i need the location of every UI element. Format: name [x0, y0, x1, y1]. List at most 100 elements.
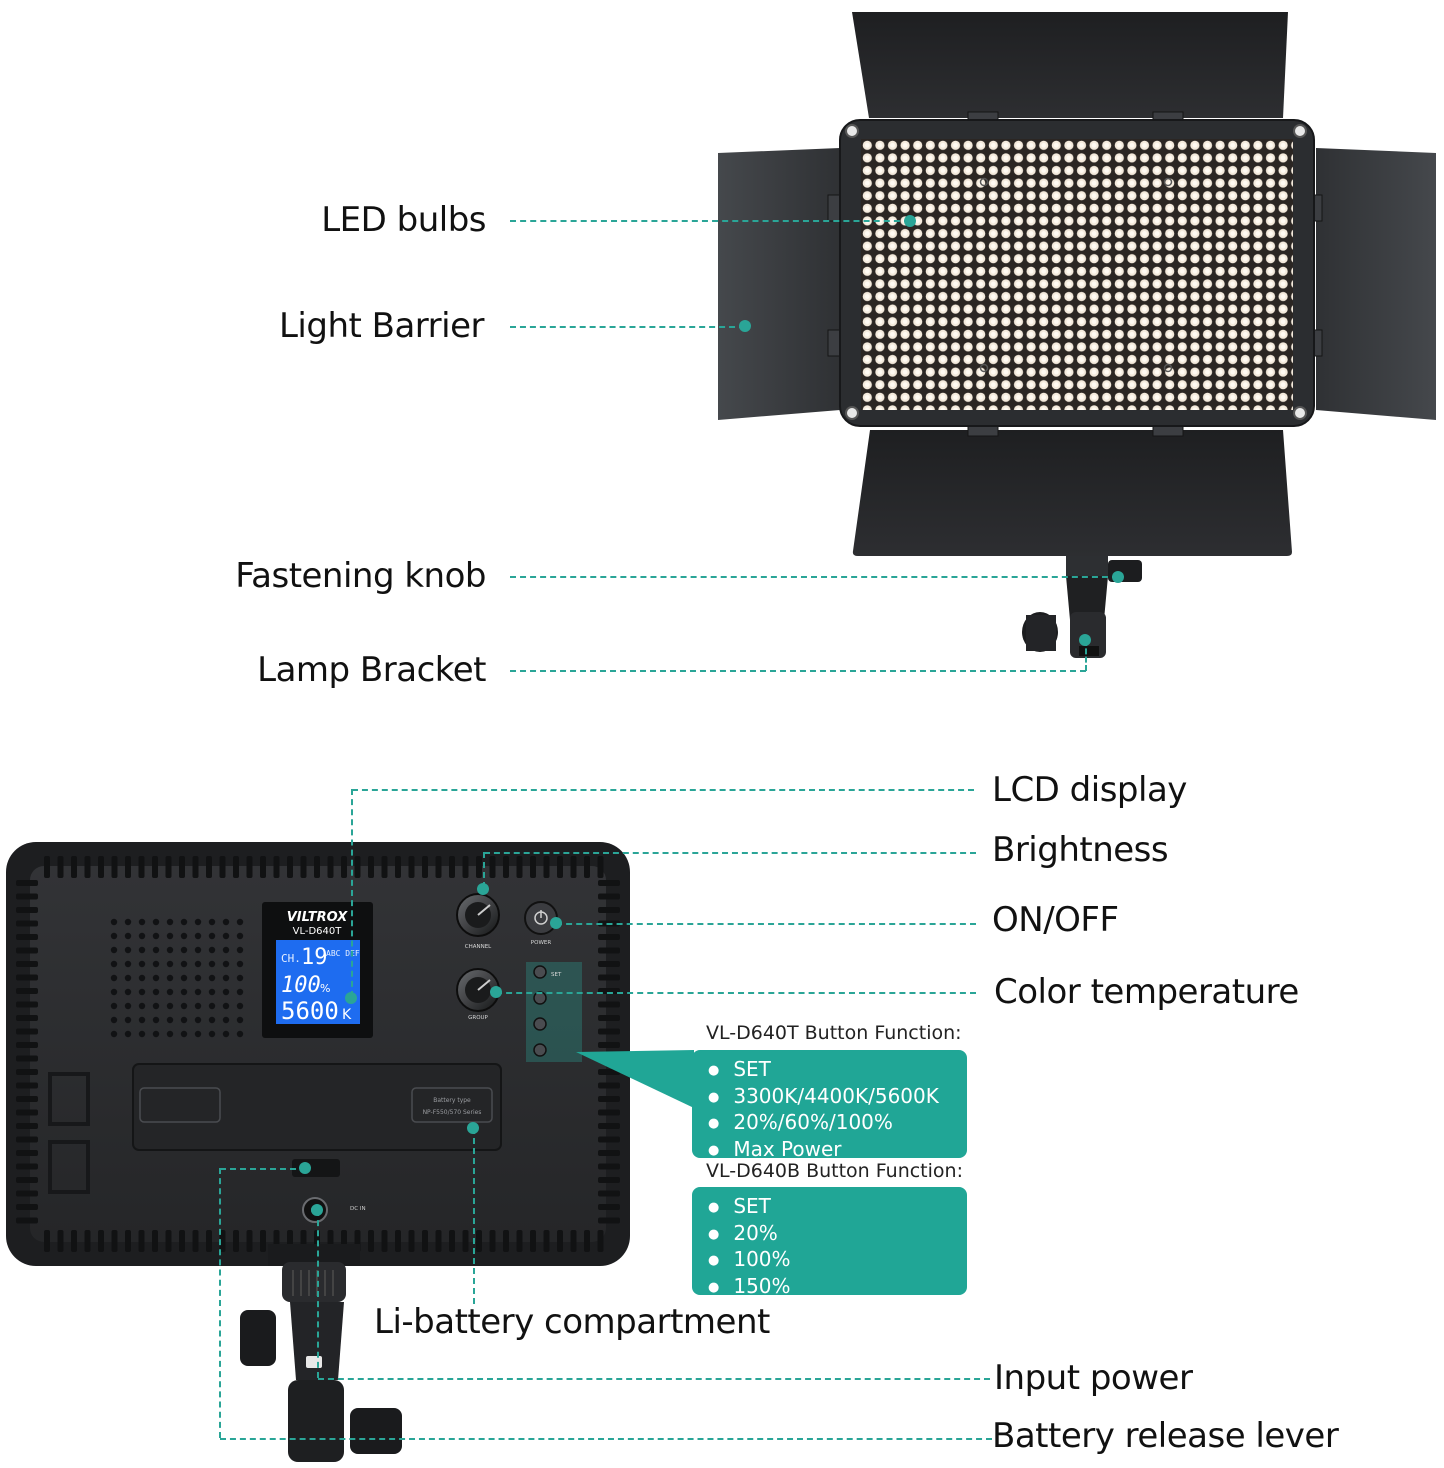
cooling-rib — [598, 1082, 620, 1089]
vent-hole — [236, 918, 244, 926]
vent-hole — [180, 960, 188, 968]
cooling-rib — [98, 856, 104, 878]
vent-hole — [152, 946, 160, 954]
lcd-brightness-value: 100 — [281, 973, 321, 998]
label-input-power: Input power — [994, 1358, 1193, 1398]
vent-hole — [110, 946, 118, 954]
vent-hole — [194, 988, 202, 996]
cooling-rib — [449, 1230, 455, 1252]
label-light-barrier: Light Barrier — [278, 306, 485, 346]
lcd-brand-text: VILTROX — [287, 910, 348, 925]
vent-hole — [166, 932, 174, 940]
label-on-off: ON/OFF — [992, 900, 1119, 940]
vent-hole — [236, 1002, 244, 1010]
cooling-rib — [16, 920, 38, 927]
vent-hole — [110, 988, 118, 996]
cooling-rib — [422, 1230, 428, 1252]
vent-hole — [236, 974, 244, 982]
label-color-temperature: Color temperature — [994, 972, 1299, 1012]
leader-brightness — [484, 852, 976, 854]
vent-hole — [208, 974, 216, 982]
cooling-rib — [16, 1150, 38, 1156]
leader-li-battery-v — [473, 1128, 475, 1304]
function-buttons — [533, 965, 547, 1057]
cooling-rib — [16, 1177, 38, 1183]
cooling-rib — [44, 1230, 50, 1252]
cooling-rib — [16, 1217, 38, 1224]
vent-hole — [208, 918, 216, 926]
cooling-rib — [16, 880, 38, 886]
cooling-rib — [598, 893, 620, 900]
vent-hole — [166, 974, 174, 982]
cooling-rib — [125, 856, 131, 878]
cooling-rib — [598, 1136, 620, 1143]
leader-dot-brightness — [477, 883, 489, 895]
leader-color-temperature — [496, 992, 976, 994]
vent-hole — [236, 988, 244, 996]
cooling-rib — [233, 1230, 239, 1252]
vent-hole — [236, 960, 244, 968]
cooling-rib — [138, 1230, 145, 1252]
vent-hole — [124, 988, 132, 996]
cooling-rib — [598, 907, 620, 913]
left-barn-door — [718, 148, 840, 420]
cooling-rib — [598, 1055, 620, 1062]
cooling-rib — [165, 856, 172, 878]
vent-hole — [194, 1002, 202, 1010]
cooling-rib — [206, 1230, 212, 1252]
vent-hole — [124, 1002, 132, 1010]
label-lcd-display: LCD display — [992, 770, 1187, 810]
vent-hole — [166, 988, 174, 996]
vent-hole — [208, 1002, 216, 1010]
d640t-function-title: VL-D640T Button Function: — [706, 1022, 962, 1044]
back-lamp-bracket — [240, 1244, 402, 1462]
cooling-rib — [422, 856, 428, 878]
cooling-rib — [598, 1204, 620, 1210]
vent-hole — [124, 1016, 132, 1024]
vent-hole — [152, 960, 160, 968]
battery-series-text: NP-F550/570 Series — [423, 1109, 482, 1116]
vent-hole — [124, 932, 132, 940]
cooling-rib — [408, 856, 415, 878]
cooling-rib — [584, 1230, 590, 1252]
vent-hole — [152, 932, 160, 940]
cooling-rib — [598, 1096, 620, 1102]
vent-hole — [194, 974, 202, 982]
vent-hole — [236, 946, 244, 954]
leader-dot-led-bulbs — [904, 215, 916, 227]
cooling-rib — [598, 1109, 620, 1116]
vent-hole — [180, 946, 188, 954]
vent-hole — [138, 1016, 146, 1024]
leader-battery-release-h2 — [220, 1168, 306, 1170]
vent-hole — [236, 932, 244, 940]
vent-hole — [222, 960, 230, 968]
leader-dot-li-battery — [467, 1122, 479, 1134]
cooling-rib — [152, 856, 158, 878]
cooling-rib — [354, 856, 361, 878]
cooling-rib — [341, 856, 347, 878]
cooling-rib — [476, 1230, 482, 1252]
cooling-rib — [530, 856, 536, 878]
lcd-groups: ABC DEF — [326, 949, 360, 958]
cooling-rib — [16, 1082, 38, 1089]
cooling-rib — [192, 1230, 199, 1252]
lcd-temp-unit: K — [342, 1007, 352, 1023]
cooling-rib — [111, 1230, 118, 1252]
cooling-rib — [16, 1109, 38, 1116]
cooling-rib — [598, 1015, 620, 1021]
cooling-rib — [16, 934, 38, 940]
leader-battery-release — [220, 1438, 992, 1440]
vent-hole — [222, 974, 230, 982]
cooling-rib — [598, 880, 620, 886]
cooling-rib — [598, 1190, 620, 1197]
cooling-rib — [71, 856, 77, 878]
cooling-rib — [16, 1015, 38, 1021]
cooling-rib — [192, 856, 199, 878]
cooling-rib — [557, 1230, 563, 1252]
cooling-rib — [557, 856, 563, 878]
label-fastening-knob: Fastening knob — [235, 556, 486, 596]
vent-hole — [138, 918, 146, 926]
vent-hole — [166, 1016, 174, 1024]
cooling-rib — [314, 856, 320, 878]
cooling-rib — [287, 856, 293, 878]
